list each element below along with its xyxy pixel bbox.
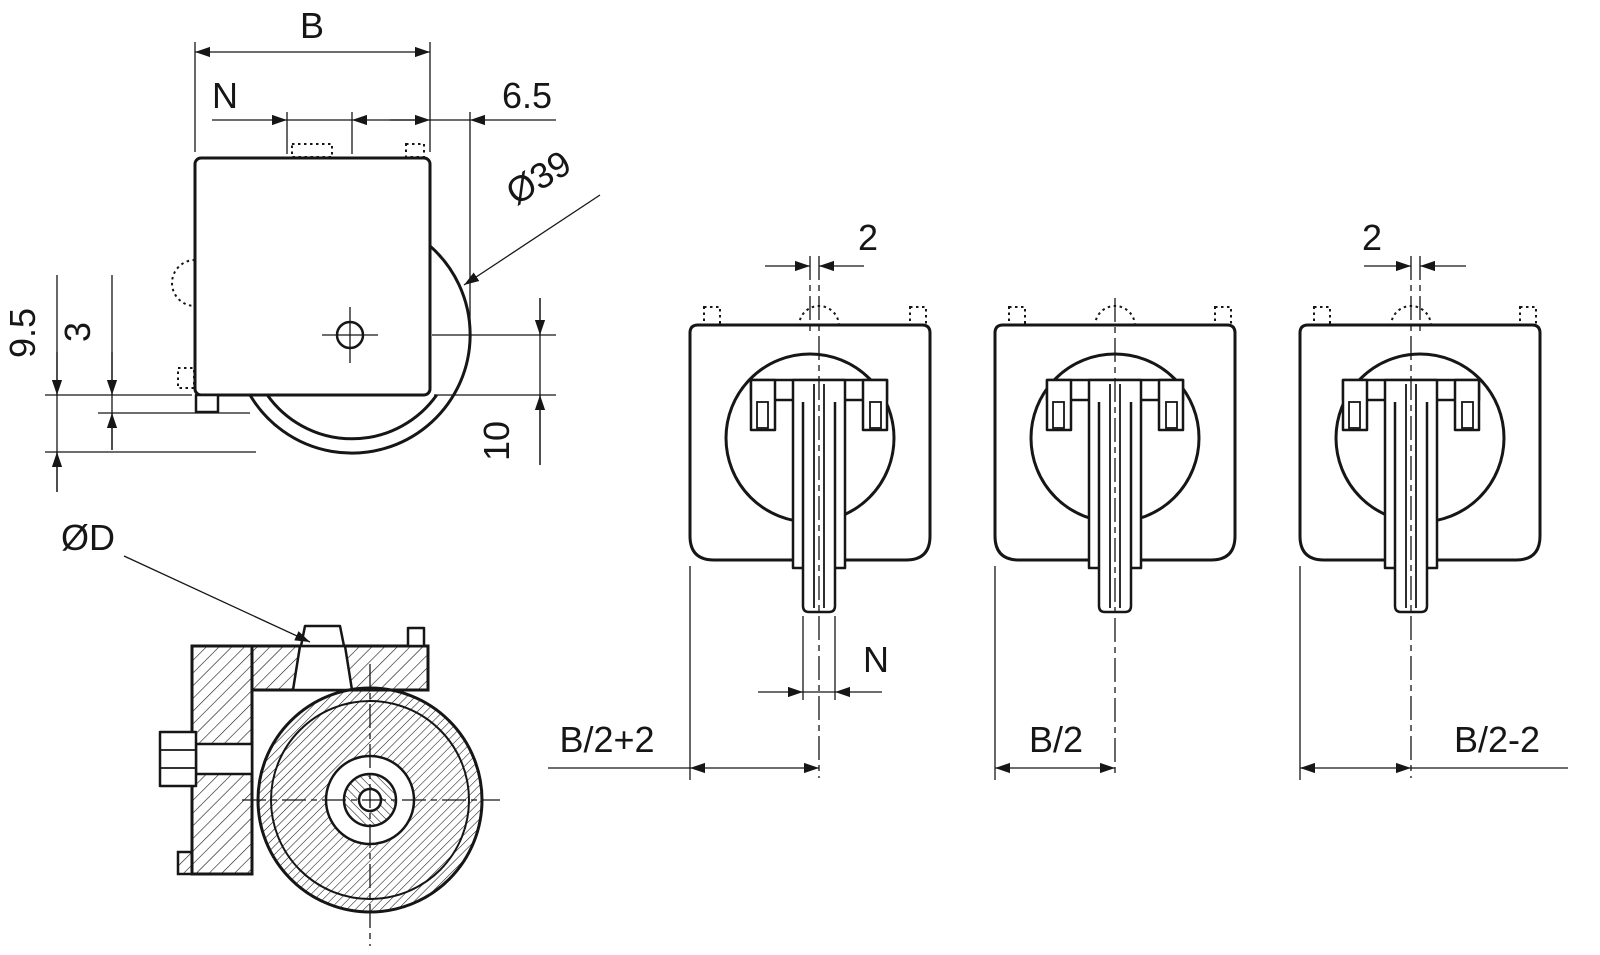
front-view-2: B/2 xyxy=(993,298,1237,780)
fv2-dimension-width: B/2 xyxy=(994,566,1115,780)
fv2-ear-right xyxy=(1157,378,1185,432)
dimension-dia39: Ø39 xyxy=(463,142,601,286)
dimension-3: 3 xyxy=(57,275,250,450)
fv2-slot-left xyxy=(1052,401,1065,429)
fv3-slot-right xyxy=(1461,401,1474,429)
fv2-ear-left xyxy=(1045,378,1073,432)
section-view: ØD xyxy=(61,517,500,946)
fv3-ear-right xyxy=(1453,378,1481,432)
axle-center xyxy=(322,307,378,363)
dimension-diaD: ØD xyxy=(61,517,311,643)
dimension-b: B xyxy=(194,5,431,152)
label-fv1-n: N xyxy=(863,639,889,680)
label-fv1-width: B/2+2 xyxy=(559,719,654,760)
label-dim-n-top: N xyxy=(212,75,238,116)
front-view-1: 2 N B/2+2 xyxy=(548,217,932,780)
label-dim-dia39: Ø39 xyxy=(499,142,578,213)
label-fv1-2: 2 xyxy=(858,217,878,258)
fv1-dimension-n: N xyxy=(758,616,889,700)
fv1-tab-left xyxy=(703,306,721,326)
label-dim-10: 10 xyxy=(476,421,517,461)
screw-boss-tab xyxy=(299,624,346,648)
fv1-slot-right xyxy=(869,401,882,429)
label-dim-9-5: 9.5 xyxy=(2,308,43,358)
fv3-dimension-2: 2 xyxy=(1362,217,1466,272)
bracket-foot xyxy=(194,393,220,414)
section-foot xyxy=(176,850,194,876)
fv3-ear-left xyxy=(1341,378,1369,432)
dimension-9-5: 9.5 xyxy=(2,275,256,492)
fv3-tab-right xyxy=(1519,306,1537,326)
fv1-ear-left xyxy=(749,378,777,432)
wheel-outer-arc xyxy=(248,244,472,455)
label-dim-6-5: 6.5 xyxy=(502,75,552,116)
label-fv3-2: 2 xyxy=(1362,217,1382,258)
label-dim-diaD: ØD xyxy=(61,517,115,558)
fv1-tab-right xyxy=(909,306,927,326)
fv3-dimension-width: B/2-2 xyxy=(1299,566,1568,780)
fv3-tab-left xyxy=(1313,306,1331,326)
label-dim-3: 3 xyxy=(57,322,98,342)
label-dim-b: B xyxy=(300,5,324,46)
fv1-dimension-2: 2 xyxy=(765,217,878,272)
bracket-outline xyxy=(193,156,432,397)
dimension-10: 10 xyxy=(432,298,556,465)
dimension-n-top: N xyxy=(212,75,425,154)
hidden-details xyxy=(171,143,425,389)
dimension-6-5: 6.5 xyxy=(390,75,556,325)
label-fv2-width: B/2 xyxy=(1029,719,1083,760)
fv2-slot-right xyxy=(1165,401,1178,429)
adjustment-bolt xyxy=(158,730,254,788)
screw-countersink xyxy=(291,644,354,692)
front-view-3: 2 B/2-2 xyxy=(1298,217,1568,780)
fv1-ear-right xyxy=(861,378,889,432)
fv3-slot-left xyxy=(1348,401,1361,429)
fv1-dimension-width: B/2+2 xyxy=(548,566,819,780)
fv1-slot-left xyxy=(756,401,769,429)
label-fv3-width: B/2-2 xyxy=(1454,719,1540,760)
side-view: B N 6.5 Ø39 xyxy=(2,5,601,492)
fv2-tab-left xyxy=(1008,306,1026,326)
right-tab xyxy=(406,626,426,648)
fv2-tab-right xyxy=(1214,306,1232,326)
wheel-inner-arc xyxy=(266,394,438,441)
